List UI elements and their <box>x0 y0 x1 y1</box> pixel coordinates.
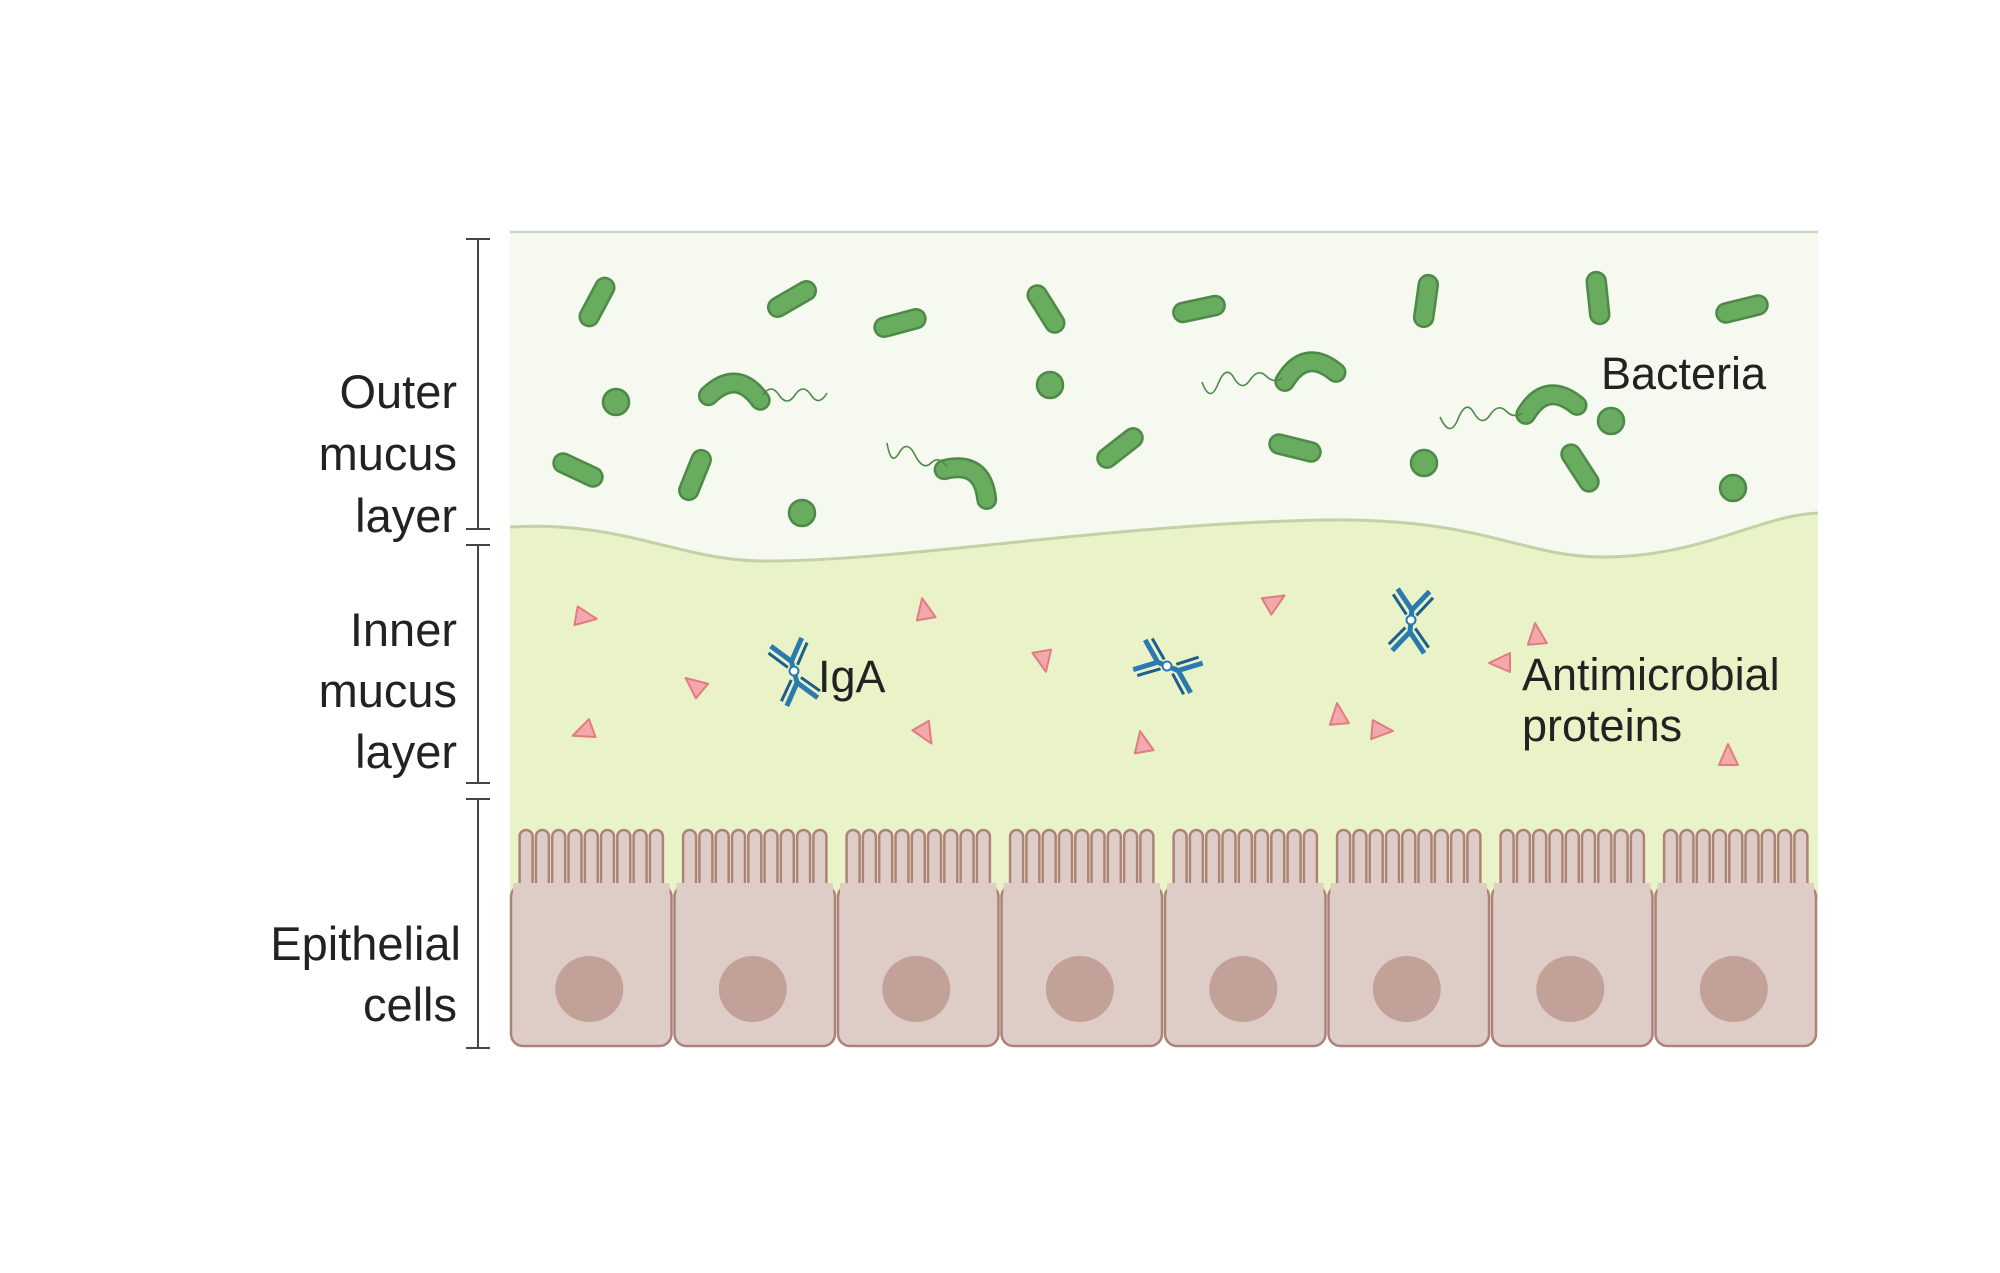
epithelium-label-line-2: cells <box>363 978 457 1031</box>
epithelial-cell <box>673 828 837 1048</box>
epithelium-bracket <box>466 798 490 1049</box>
cell-apical-blend <box>1494 883 1651 897</box>
nucleus <box>1372 956 1441 1022</box>
bacteria-label: Bacteria <box>1601 348 1767 399</box>
inner-layer-label-line-1: Inner <box>350 603 457 656</box>
coccus-bacterium <box>1409 448 1439 478</box>
antimicrobial-label-line-1: Antimicrobial <box>1522 649 1780 700</box>
inner-mucus-layer <box>510 513 1818 900</box>
curved-flagellated-bacterium <box>1439 391 1577 430</box>
antimicrobial-label-line-2: proteins <box>1522 700 1682 751</box>
epithelial-cell <box>1490 828 1654 1048</box>
layer-brackets <box>466 238 490 1049</box>
epithelial-cell <box>1327 828 1491 1048</box>
nucleus <box>1536 956 1605 1022</box>
epithelium-label-line-1: Epithelial <box>270 917 461 970</box>
cell-apical-blend <box>676 883 833 897</box>
nucleus <box>555 956 624 1022</box>
cell-apical-blend <box>1330 883 1487 897</box>
nucleus <box>1045 956 1114 1022</box>
inner-layer-label-line-2: mucus <box>319 664 457 717</box>
coccus-bacterium <box>787 498 817 528</box>
curved-flagellated-bacterium <box>886 442 995 499</box>
outer-layer-bracket <box>466 238 490 530</box>
cell-apical-blend <box>513 883 670 897</box>
epithelial-cell <box>509 828 673 1048</box>
inner-layer-label-line-3: layer <box>355 725 457 778</box>
outer-layer-label-line-2: mucus <box>319 427 457 480</box>
bacteria-group <box>549 269 1771 528</box>
curved-flagellated-bacterium <box>708 381 828 401</box>
coccus-bacterium <box>1596 406 1626 436</box>
cell-apical-blend <box>1657 883 1814 897</box>
nucleus <box>882 956 951 1022</box>
coccus-bacterium <box>1035 370 1065 400</box>
nucleus <box>1209 956 1278 1022</box>
epithelial-cell <box>1000 828 1164 1048</box>
outer-layer-label-line-3: layer <box>355 489 457 542</box>
coccus-bacterium <box>601 387 631 417</box>
epithelial-cell <box>1163 828 1327 1048</box>
epithelial-cell <box>836 828 1000 1048</box>
nucleus <box>718 956 787 1022</box>
iga-label: IgA <box>818 651 886 702</box>
inner-layer-bracket <box>466 544 490 784</box>
inner-mucus-boundary <box>509 511 1819 563</box>
coccus-bacterium <box>1718 473 1748 503</box>
nucleus <box>1699 956 1768 1022</box>
curved-flagellated-bacterium <box>1201 358 1336 395</box>
cell-apical-blend <box>840 883 997 897</box>
cell-apical-blend <box>1003 883 1160 897</box>
cell-apical-blend <box>1167 883 1324 897</box>
epithelial-cell <box>1654 828 1818 1048</box>
outer-layer-label-line-1: Outer <box>339 365 457 418</box>
epithelial-cells-group <box>509 828 1818 1048</box>
rod-bacterium <box>1584 269 1612 327</box>
